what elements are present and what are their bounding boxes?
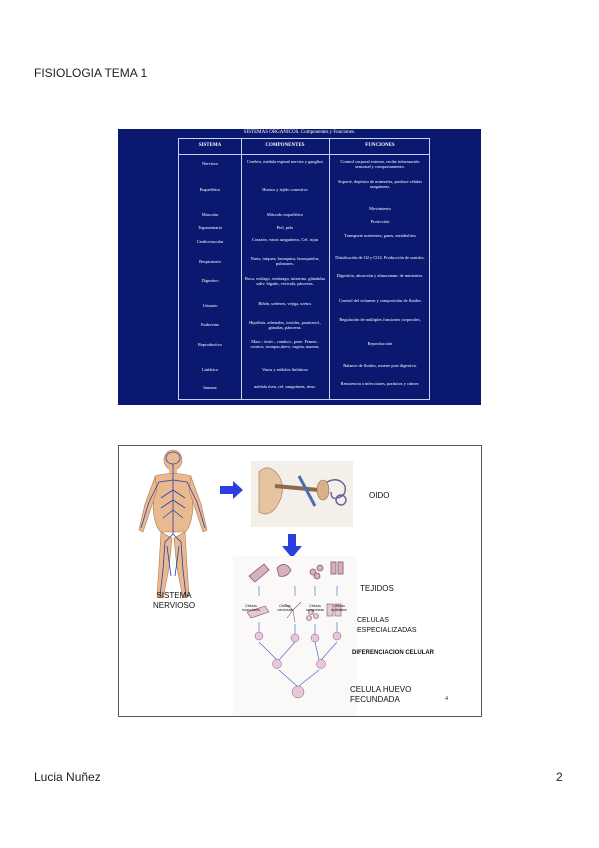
table-cell-sistema: Muscular [201, 212, 219, 217]
table-cell-componentes: Masc.: testíc., conduct., pene. Femen.: … [250, 339, 320, 350]
table-cell-funciones: Digestión, absorción y almacenam. de nut… [336, 273, 424, 278]
table-cell-sistema: Inmune [203, 385, 217, 390]
table-title: SISTEMAS ORGANICOS. Componentes y Funcio… [243, 130, 356, 135]
systems-table: SISTEMA COMPONENTES FUNCIONES Nervioso C… [178, 138, 430, 400]
column-divider [241, 139, 242, 399]
table-cell-sistema: Nervioso [201, 161, 219, 166]
table-cell-funciones: Soporte, depósito de minerales, produce … [338, 179, 422, 190]
table-cell-componentes: Corazón, vasos sanguíneos, Cel. rojas [251, 237, 319, 242]
label-sistema-nervioso: SISTEMA NERVIOSO [152, 591, 196, 610]
column-header-componentes: COMPONENTES [265, 143, 305, 148]
cell-differentiation-diagram [233, 556, 357, 716]
arrow-down-icon [282, 534, 302, 558]
slide-page-number: 4 [445, 696, 448, 702]
table-cell-componentes: Huesos y tejido conectivo [262, 187, 308, 192]
cell-label-muscular: Células musculares [242, 604, 260, 612]
table-cell-sistema: Cardiovascular [196, 239, 224, 244]
table-cell-componentes: Músculo esquelético [266, 212, 304, 217]
cell-label-nerviosa: Células nerviosas [277, 604, 293, 612]
ear-illustration [251, 461, 353, 527]
column-header-funciones: FUNCIONES [365, 143, 395, 148]
table-cell-componentes: Boca, esófago, estómago, intestino, glán… [244, 276, 326, 287]
column-header-sistema: SISTEMA [198, 143, 222, 148]
footer-author: Lucia Nuñez [34, 770, 101, 784]
table-cell-funciones: Reproducción [367, 341, 393, 346]
table-cell-funciones: Movimiento [369, 206, 391, 211]
table-cell-sistema: Linfático [201, 367, 219, 372]
table-cell-componentes: médula ósea, cel. sanguíneas, timo. [254, 384, 316, 389]
slide-organization-diagram: OIDO TEJIDOS SISTEMA NERVIOSO CELULAS ES… [118, 445, 482, 717]
cell-label-sanguinea: Células sanguíneas [305, 604, 325, 612]
table-cell-funciones: Regulación de múltiples funciones corpor… [339, 317, 421, 322]
label-tejidos: TEJIDOS [360, 584, 394, 593]
table-cell-sistema: Endocrino [200, 322, 220, 327]
column-divider [329, 139, 330, 399]
label-diferenciacion-celular: DIFERENCIACION CELULAR [352, 650, 434, 656]
table-cell-funciones: Balance de fluidos, muerte post digestiv… [343, 363, 417, 368]
table-cell-sistema: Digestivo [201, 278, 219, 283]
table-cell-sistema: Reproductivo [198, 342, 222, 347]
table-cell-funciones: Resistencia a infecciones, parásitos y c… [340, 381, 420, 386]
header-divider [179, 154, 429, 155]
table-cell-funciones: Protección [370, 219, 390, 224]
footer-page-number: 2 [556, 770, 563, 784]
table-cell-sistema: Urinario [202, 303, 218, 308]
cell-label-epitelial: Células epiteliales [331, 604, 347, 612]
label-celula-huevo-fecundada: CELULA HUEVO FECUNDADA [350, 685, 412, 704]
table-cell-componentes: Piel, pelo [276, 225, 294, 230]
slide-systems-table: SISTEMAS ORGANICOS. Componentes y Funcio… [118, 129, 481, 405]
label-celulas-especializadas: CELULAS ESPECIALIZADAS [357, 617, 417, 634]
table-cell-componentes: Vasos y nódulos linfáticos [262, 367, 308, 372]
diagram-graphics [138, 449, 357, 716]
table-cell-componentes: Cerebro, médula espinal nervios y gangli… [246, 159, 324, 164]
label-oido: OIDO [369, 491, 390, 500]
table-cell-sistema: Esquelético [199, 187, 221, 192]
table-cell-componentes: Riñón, uréteres, vejiga, uretra. [258, 301, 312, 306]
table-cell-sistema: Respiratorio [199, 259, 221, 264]
table-cell-componentes: Hipófisis, adrenales, tiroides, paratiro… [249, 320, 321, 331]
table-cell-funciones: Control del volumen y composición de flu… [339, 298, 421, 303]
human-nervous-system-figure [138, 449, 208, 599]
table-cell-sistema: Tegumentario [197, 225, 223, 230]
table-cell-funciones: Distribución de O2 y CO2. Producción de … [335, 255, 425, 260]
table-cell-funciones: Transporte nutrientes, gases, metabolito… [344, 233, 416, 238]
page-header-title: FISIOLOGIA TEMA 1 [34, 66, 148, 80]
table-cell-funciones: Control corporal externo, recibe informa… [340, 159, 420, 170]
arrow-right-icon [220, 481, 243, 499]
table-cell-componentes: Nariz, tráquea, bronquios, bronquiolos, … [250, 256, 320, 267]
